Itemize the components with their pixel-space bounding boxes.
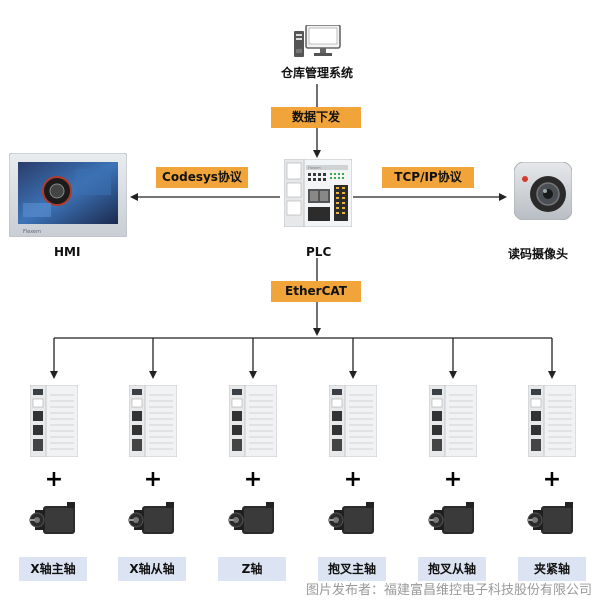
axis-label: X轴从轴: [118, 557, 186, 581]
plus-sign: +: [143, 467, 163, 492]
plus-sign: +: [44, 467, 64, 492]
top-system-label: 仓库管理系统: [281, 66, 354, 80]
servo-drive: [329, 385, 377, 457]
axis-label: X轴主轴: [19, 557, 87, 581]
servo-motor: [228, 500, 278, 540]
servo-motor: [128, 500, 178, 540]
plc-device: Flexem: [284, 159, 352, 227]
servo-motor: [29, 500, 79, 540]
tag-codesys: Codesys协议: [156, 167, 248, 188]
axis-label: Z轴: [218, 557, 286, 581]
servo-motor: [428, 500, 478, 540]
plus-sign: +: [243, 467, 263, 492]
servo-motor: [328, 500, 378, 540]
tag-tcpip: TCP/IP协议: [382, 167, 474, 188]
plus-sign: +: [542, 467, 562, 492]
footer-credit: 图片发布者：福建富昌维控电子科技股份有限公司: [305, 583, 592, 598]
axis-label: 抱叉从轴: [418, 557, 486, 581]
tag-ethercat: EtherCAT: [271, 281, 361, 302]
plc-label: PLC: [306, 245, 332, 259]
camera-icon: [514, 162, 572, 220]
servo-drive: [129, 385, 177, 457]
axis-label: 夹紧轴: [518, 557, 586, 581]
servo-drive: [229, 385, 277, 457]
hmi-label: HMI: [54, 245, 81, 259]
computer-icon: [294, 25, 342, 59]
svg-text:Flexem: Flexem: [308, 166, 321, 170]
servo-motor: [527, 500, 577, 540]
servo-drive: [429, 385, 477, 457]
hmi-device: Flexem: [9, 153, 127, 237]
svg-text:Flexem: Flexem: [23, 229, 41, 235]
plus-sign: +: [443, 467, 463, 492]
tag-data-down: 数据下发: [271, 107, 361, 128]
servo-drive: [30, 385, 78, 457]
servo-drive: [528, 385, 576, 457]
plus-sign: +: [343, 467, 363, 492]
camera-label: 读码摄像头: [508, 247, 569, 261]
axis-label: 抱叉主轴: [318, 557, 386, 581]
